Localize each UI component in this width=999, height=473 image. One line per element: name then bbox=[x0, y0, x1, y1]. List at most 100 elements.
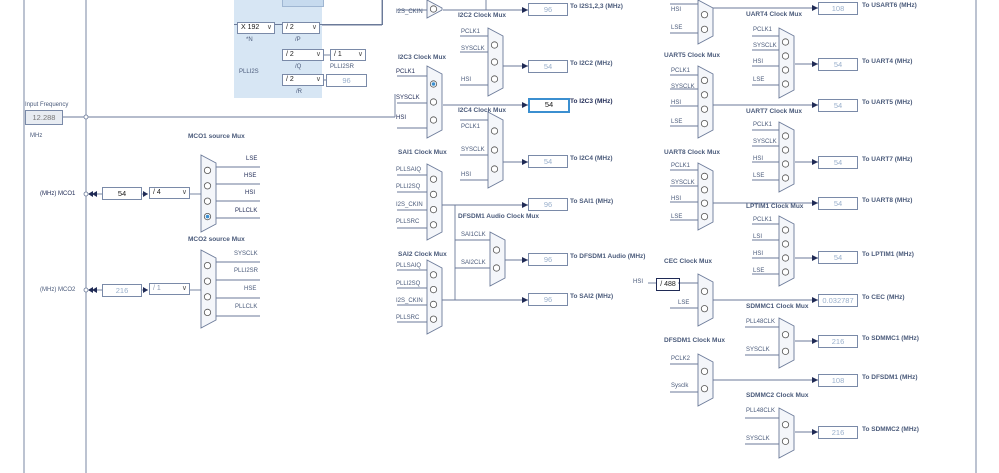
mux-input-radio[interactable] bbox=[700, 11, 709, 19]
mux-input-radio[interactable] bbox=[429, 5, 438, 13]
mux-input-radio[interactable] bbox=[203, 308, 212, 316]
mux-input-radio[interactable] bbox=[429, 175, 438, 183]
mux-input-radio[interactable] bbox=[781, 437, 790, 445]
mux-input-radio[interactable] bbox=[700, 305, 709, 313]
uart5-mux[interactable] bbox=[697, 65, 714, 139]
mux-input-radio[interactable] bbox=[700, 385, 709, 393]
mco2-mux[interactable] bbox=[200, 249, 217, 329]
i2s-mux[interactable] bbox=[426, 0, 443, 19]
cec-output-value[interactable]: 0.032787 bbox=[818, 294, 858, 307]
mux-input-radio[interactable] bbox=[203, 197, 212, 205]
mux-input-radio[interactable] bbox=[429, 98, 438, 106]
sdmmc1-output-value[interactable]: 216 bbox=[818, 335, 858, 348]
mux-input-radio[interactable] bbox=[781, 66, 790, 74]
mux-input-radio[interactable] bbox=[700, 105, 709, 113]
mux-input-radio[interactable] bbox=[781, 254, 790, 262]
plli2s-r-output[interactable]: 96 bbox=[326, 74, 367, 87]
mux-input-radio[interactable] bbox=[781, 421, 790, 429]
mux-input-radio[interactable] bbox=[700, 120, 709, 128]
mux-input-radio[interactable] bbox=[203, 166, 212, 174]
mux-input-radio[interactable] bbox=[700, 213, 709, 221]
mux-input-radio[interactable] bbox=[490, 165, 499, 173]
mux-input-radio[interactable] bbox=[700, 25, 709, 33]
cec-mux[interactable] bbox=[697, 273, 714, 327]
sai1-mux[interactable] bbox=[426, 163, 443, 241]
i2c3-output-value[interactable]: 54 bbox=[528, 98, 570, 113]
mux-input-radio[interactable] bbox=[203, 293, 212, 301]
dfsdm1-audio-mux[interactable] bbox=[489, 231, 506, 287]
dfsdm1-mux[interactable] bbox=[697, 353, 714, 407]
sai2-output-value[interactable]: 96 bbox=[528, 293, 568, 306]
mux-input-radio[interactable] bbox=[429, 190, 438, 198]
mux-input-radio[interactable] bbox=[781, 80, 790, 88]
uart4-mux[interactable] bbox=[778, 27, 795, 99]
i2c3-mux[interactable] bbox=[426, 65, 443, 139]
mux-input-radio[interactable] bbox=[429, 315, 438, 323]
i2s-output-value[interactable]: 96 bbox=[528, 3, 568, 16]
dfsdm1-audio-output-value[interactable]: 96 bbox=[528, 253, 568, 266]
mux-input-radio[interactable] bbox=[429, 116, 438, 124]
plli2s-n-select[interactable]: X 192∨ bbox=[237, 22, 275, 34]
mux-input-radio[interactable] bbox=[700, 199, 709, 207]
mux-input-radio[interactable] bbox=[700, 287, 709, 295]
plli2sr-div-select[interactable]: / 1∨ bbox=[330, 49, 366, 61]
mux-input-radio[interactable] bbox=[700, 186, 709, 194]
sdmmc2-output-value[interactable]: 216 bbox=[818, 426, 858, 439]
dfsdm1-output-value[interactable]: 108 bbox=[818, 374, 858, 387]
usart6-output-value[interactable]: 108 bbox=[818, 2, 858, 15]
mux-input-radio[interactable] bbox=[490, 75, 499, 83]
uart4-output-value[interactable]: 54 bbox=[818, 58, 858, 71]
mux-input-radio[interactable] bbox=[781, 38, 790, 46]
i2c2-output-value[interactable]: 54 bbox=[528, 60, 568, 73]
mux-input-radio[interactable] bbox=[203, 261, 212, 270]
mux-input-radio[interactable] bbox=[203, 182, 212, 190]
mux-input-radio[interactable] bbox=[492, 246, 501, 254]
uart5-output-value[interactable]: 54 bbox=[818, 99, 858, 112]
mux-input-radio[interactable] bbox=[781, 132, 790, 140]
input-frequency-field[interactable]: 12.288 bbox=[25, 110, 63, 125]
mux-input-radio[interactable] bbox=[490, 127, 499, 135]
usart6-mux[interactable] bbox=[697, 0, 714, 45]
plli2s-p-select[interactable]: / 2∨ bbox=[282, 22, 320, 34]
uart7-output-value[interactable]: 54 bbox=[818, 156, 858, 169]
plli2s-r-select[interactable]: / 2∨ bbox=[282, 74, 324, 86]
mux-input-radio[interactable] bbox=[781, 347, 790, 355]
mux-input-radio[interactable] bbox=[700, 76, 709, 85]
mux-input-radio[interactable] bbox=[490, 41, 499, 49]
lptim1-output-value[interactable]: 54 bbox=[818, 251, 858, 264]
mux-input-radio[interactable] bbox=[429, 206, 438, 214]
mux-input-radio[interactable] bbox=[700, 367, 709, 375]
mux-input-radio[interactable] bbox=[700, 91, 709, 99]
mux-input-radio[interactable] bbox=[781, 240, 790, 248]
mux-input-radio[interactable] bbox=[781, 174, 790, 182]
mux-input-radio[interactable] bbox=[781, 160, 790, 168]
sai2-mux[interactable] bbox=[426, 259, 443, 335]
uart7-mux[interactable] bbox=[778, 121, 795, 193]
mco1-mux[interactable] bbox=[200, 154, 217, 233]
mux-input-radio[interactable] bbox=[429, 300, 438, 308]
sai1-output-value[interactable]: 96 bbox=[528, 198, 568, 211]
mux-input-radio[interactable] bbox=[490, 58, 499, 66]
uart8-output-value[interactable]: 54 bbox=[818, 197, 858, 210]
mco2-output-value[interactable]: 216 bbox=[102, 284, 142, 297]
mux-input-radio[interactable] bbox=[700, 172, 709, 180]
mux-input-radio[interactable] bbox=[429, 221, 438, 229]
sdmmc2-mux[interactable] bbox=[778, 407, 795, 459]
mux-input-radio[interactable] bbox=[490, 146, 499, 154]
i2c4-output-value[interactable]: 54 bbox=[528, 155, 568, 168]
uart8-mux[interactable] bbox=[697, 162, 714, 231]
mux-input-radio[interactable] bbox=[429, 285, 438, 294]
plli2s-q-select[interactable]: / 2∨ bbox=[282, 49, 324, 61]
mux-input-radio[interactable] bbox=[492, 264, 501, 272]
i2c4-mux[interactable] bbox=[487, 111, 504, 189]
mco2-div-select[interactable]: / 1∨ bbox=[149, 283, 190, 295]
mux-input-radio[interactable] bbox=[781, 52, 790, 60]
mux-input-radio[interactable] bbox=[781, 268, 790, 276]
sdmmc1-mux[interactable] bbox=[778, 317, 795, 369]
mco1-output-value[interactable]: 54 bbox=[102, 187, 142, 200]
mux-input-radio[interactable] bbox=[429, 271, 438, 279]
mco1-div-select[interactable]: / 4∨ bbox=[149, 187, 190, 199]
lptim1-mux[interactable] bbox=[778, 215, 795, 287]
mux-input-radio[interactable] bbox=[781, 146, 790, 154]
mux-input-radio[interactable] bbox=[203, 277, 212, 285]
